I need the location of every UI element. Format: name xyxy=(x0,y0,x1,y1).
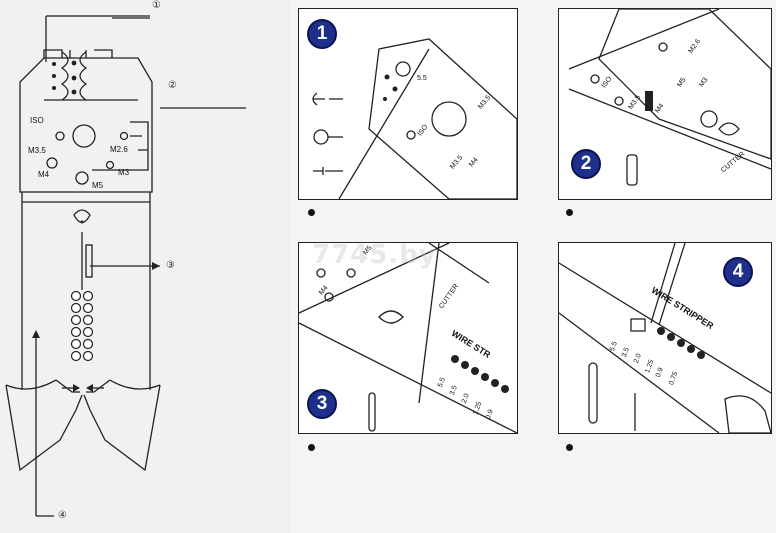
step-1-bullet xyxy=(308,209,315,216)
label-m3: M3 xyxy=(118,168,130,177)
step-2-illustration xyxy=(568,9,771,186)
step-2-badge: 2 xyxy=(571,149,601,179)
step-4-bullet xyxy=(566,444,573,451)
step-4-panel: 4 WIRE STRIPPER 5.5 3.5 2.0 1.25 0.9 0.7… xyxy=(558,242,772,434)
label-iso: ISO xyxy=(30,116,44,125)
step-1-label-a: 5.5 xyxy=(417,75,427,82)
step-1-panel: 1 5.5 ISO M3.5 M4 M3.5 xyxy=(298,8,518,200)
tool-diagram: ① ② ③ ④ ISO M3.5 M2.6 M4 M3 M5 xyxy=(0,0,290,533)
label-m26: M2.6 xyxy=(110,145,128,154)
tool-drawing xyxy=(5,15,246,517)
watermark: 7745.by xyxy=(312,240,437,270)
label-m5: M5 xyxy=(92,181,104,190)
label-m4: M4 xyxy=(38,170,50,179)
callout-1: ① xyxy=(152,0,161,11)
callout-3: ③ xyxy=(166,260,175,271)
step-3-bullet xyxy=(308,444,315,451)
step-2-bullet xyxy=(566,209,573,216)
callout-4: ④ xyxy=(58,510,67,521)
step-4-illustration xyxy=(559,243,771,433)
step-2-panel: 2 M2.6 M3 ISO M3.5 M4 M5 CUTTER xyxy=(558,8,772,200)
step-3-badge: 3 xyxy=(307,389,337,419)
callout-2: ② xyxy=(168,80,177,91)
step-3-illustration xyxy=(299,243,517,433)
label-m35: M3.5 xyxy=(28,146,46,155)
step-1-badge: 1 xyxy=(307,19,337,49)
step-3-panel: 3 M5 M4 CUTTER WIRE STR 5.5 3.5 2.0 1.25… xyxy=(298,242,518,434)
step-4-badge: 4 xyxy=(723,257,753,287)
step-1-illustration xyxy=(312,38,517,199)
